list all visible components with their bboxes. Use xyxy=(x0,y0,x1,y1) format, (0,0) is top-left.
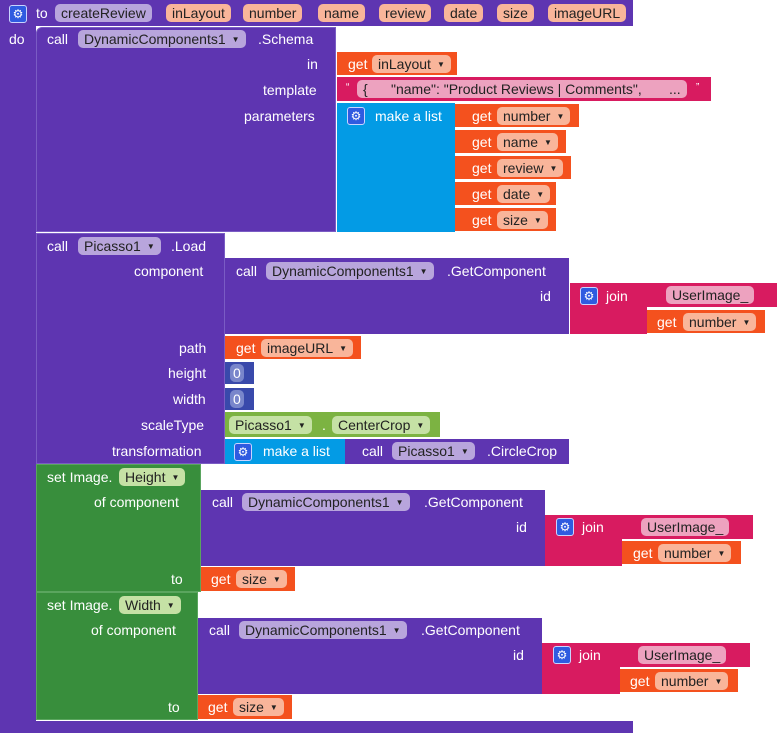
parameters-label: parameters xyxy=(244,108,315,124)
param-size[interactable]: size xyxy=(497,4,534,22)
method-label: .Schema xyxy=(258,31,314,47)
quote-open: “ xyxy=(346,82,350,93)
get-label: get xyxy=(208,699,228,715)
number-field[interactable]: 0 xyxy=(230,390,244,408)
var-dropdown[interactable]: date▼ xyxy=(497,185,551,203)
do-label: do xyxy=(9,31,25,47)
width-label: width xyxy=(173,391,206,407)
quote-close: ” xyxy=(696,82,700,93)
set-label: set Image. xyxy=(47,469,113,485)
call-label: call xyxy=(47,238,69,254)
component-dropdown[interactable]: Picasso1▼ xyxy=(392,442,475,460)
var-dropdown[interactable]: name▼ xyxy=(497,133,558,151)
get-label: get xyxy=(472,108,492,124)
transformation-label: transformation xyxy=(112,443,202,459)
make-list-label: make a list xyxy=(263,443,330,459)
to-label: to xyxy=(36,5,48,21)
var-dropdown[interactable]: number▼ xyxy=(655,672,729,690)
gear-icon[interactable]: ⚙ xyxy=(234,443,252,461)
param-imageURL[interactable]: imageURL xyxy=(548,4,627,22)
template-text-field[interactable]: { "name": "Product Reviews | Comments", … xyxy=(357,80,687,98)
component-dropdown[interactable]: DynamicComponents1▼ xyxy=(242,493,410,511)
schema-call-block[interactable] xyxy=(36,27,336,232)
call-label: call xyxy=(212,494,234,510)
component-dropdown[interactable]: DynamicComponents1▼ xyxy=(78,30,246,48)
call-label: call xyxy=(47,31,69,47)
join-label: join xyxy=(579,647,601,663)
var-dropdown[interactable]: size▼ xyxy=(497,211,548,229)
get-label: get xyxy=(633,545,653,561)
get-label: get xyxy=(472,160,492,176)
property-dropdown[interactable]: Height▼ xyxy=(119,468,186,486)
var-dropdown[interactable]: number▼ xyxy=(683,313,757,331)
join-label: join xyxy=(582,519,604,535)
var-dropdown[interactable]: inLayout▼ xyxy=(372,55,451,73)
scaletype-label: scaleType xyxy=(141,417,205,433)
get-label: get xyxy=(472,212,492,228)
get-label: get xyxy=(348,56,368,72)
of-component-label: of component xyxy=(91,622,176,638)
var-dropdown[interactable]: number▼ xyxy=(497,107,571,125)
get-label: get xyxy=(630,673,650,689)
procedure-bottom xyxy=(0,721,633,733)
gear-icon[interactable]: ⚙ xyxy=(553,646,571,664)
height-label: height xyxy=(168,365,207,381)
number-field[interactable]: 0 xyxy=(230,364,244,382)
get-label: get xyxy=(211,571,231,587)
param-inLayout[interactable]: inLayout xyxy=(166,4,231,22)
id-label: id xyxy=(513,647,524,663)
var-dropdown[interactable]: review▼ xyxy=(497,159,564,177)
text-field[interactable]: UserImage_ xyxy=(638,646,727,664)
component-dropdown[interactable]: DynamicComponents1▼ xyxy=(266,262,434,280)
call-label: call xyxy=(362,443,384,459)
method-label: .Load xyxy=(171,238,207,254)
property-dropdown[interactable]: Width▼ xyxy=(119,596,181,614)
scaletype-dropdown[interactable]: CenterCrop▼ xyxy=(332,416,431,434)
var-dropdown[interactable]: number▼ xyxy=(658,544,732,562)
param-review[interactable]: review xyxy=(379,4,432,22)
component-dropdown[interactable]: Picasso1▼ xyxy=(78,237,161,255)
id-label: id xyxy=(516,519,527,535)
gear-icon[interactable]: ⚙ xyxy=(347,107,365,125)
get-label: get xyxy=(236,340,256,356)
gear-icon[interactable]: ⚙ xyxy=(9,5,27,23)
var-dropdown[interactable]: size▼ xyxy=(236,570,287,588)
id-label: id xyxy=(540,288,551,304)
of-component-label: of component xyxy=(94,494,179,510)
procedure-name[interactable]: createReview xyxy=(55,4,152,22)
text-field[interactable]: UserImage_ xyxy=(641,518,730,536)
param-number[interactable]: number xyxy=(243,4,303,22)
component-dropdown[interactable]: DynamicComponents1▼ xyxy=(239,621,407,639)
dot-label: . xyxy=(322,417,326,433)
param-date[interactable]: date xyxy=(444,4,484,22)
method-label: .GetComponent xyxy=(424,494,523,510)
join-label: join xyxy=(606,288,628,304)
var-dropdown[interactable]: imageURL▼ xyxy=(261,339,354,357)
template-label: template xyxy=(263,82,317,98)
gear-icon[interactable]: ⚙ xyxy=(556,518,574,536)
to-label: to xyxy=(168,699,180,715)
make-list-label: make a list xyxy=(375,108,442,124)
gear-icon[interactable]: ⚙ xyxy=(580,287,598,305)
component-dropdown[interactable]: Picasso1▼ xyxy=(229,416,312,434)
to-label: to xyxy=(171,571,183,587)
in-label: in xyxy=(307,56,318,72)
method-label: .GetComponent xyxy=(447,263,546,279)
var-dropdown[interactable]: size▼ xyxy=(233,698,284,716)
call-label: call xyxy=(209,622,231,638)
method-label: .GetComponent xyxy=(421,622,520,638)
method-label: .CircleCrop xyxy=(487,443,558,459)
picasso-load-block[interactable] xyxy=(36,233,225,464)
get-label: get xyxy=(472,134,492,150)
text-field[interactable]: UserImage_ xyxy=(666,286,755,304)
path-label: path xyxy=(179,340,207,356)
get-label: get xyxy=(472,186,492,202)
procedure-body xyxy=(0,26,36,733)
call-label: call xyxy=(236,263,258,279)
set-label: set Image. xyxy=(47,597,113,613)
component-label: component xyxy=(134,263,204,279)
param-name[interactable]: name xyxy=(318,4,366,22)
get-label: get xyxy=(657,314,677,330)
